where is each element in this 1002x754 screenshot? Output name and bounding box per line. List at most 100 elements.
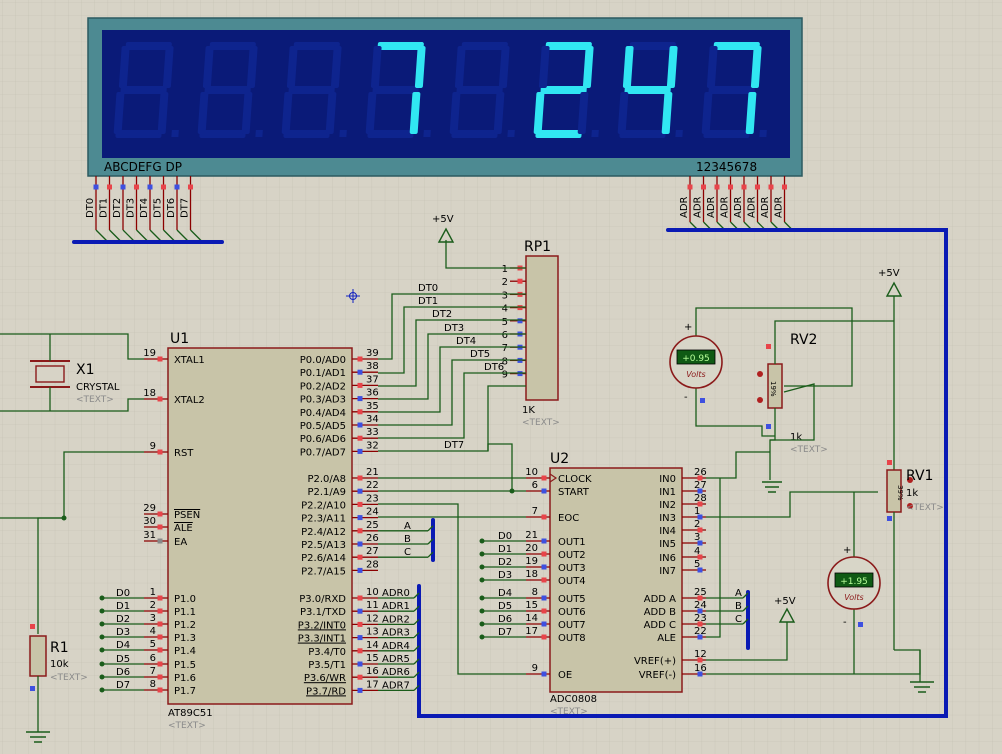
- r1-text: <TEXT>: [50, 673, 88, 683]
- u2-pin-number: 2: [694, 519, 700, 530]
- u1-text: <TEXT>: [168, 721, 206, 731]
- u1-pin-number: 13: [366, 627, 379, 638]
- segment: [617, 92, 629, 134]
- u2-pin-number: 9: [532, 663, 538, 674]
- vm2-plus: +: [843, 545, 851, 556]
- u2-pin-name: ADD A: [644, 594, 676, 605]
- rp1-pin-number: 8: [502, 356, 508, 367]
- net-label: D6: [116, 667, 130, 678]
- net-label: D7: [498, 627, 512, 638]
- net-label: DT7: [444, 440, 464, 451]
- segment: [703, 130, 750, 138]
- net-label: ADR6: [382, 667, 410, 678]
- net-label: C: [404, 547, 411, 558]
- u2-pin-number: 24: [694, 600, 707, 611]
- segment-dp: [675, 130, 683, 137]
- display-digits: [113, 42, 767, 138]
- adc-u2[interactable]: U2 ADC0808 <TEXT> 10CLOCK6START7EOC21OUT…: [479, 451, 921, 717]
- rp1-ref: RP1: [524, 239, 551, 255]
- net-label: ADR7: [382, 680, 410, 691]
- x1-body: [35, 365, 65, 383]
- segment: [202, 46, 214, 88]
- segment: [619, 130, 666, 138]
- rp1-pin-number: 2: [502, 277, 508, 288]
- net-label: D3: [498, 570, 512, 581]
- u2-pin-number: 1: [694, 506, 700, 517]
- u2-body: [549, 467, 683, 693]
- display-digit: [281, 42, 347, 138]
- u1-pin-number: 11: [366, 600, 379, 611]
- segment: [409, 92, 421, 134]
- u2-left-pins: 10CLOCK6START7EOC21OUT1D020OUT2D119OUT3D…: [479, 467, 592, 681]
- vm1-plus: +: [684, 322, 692, 333]
- segment: [118, 46, 130, 88]
- u2-pin-number: 15: [525, 600, 538, 611]
- segment-pin-label: DT1: [99, 198, 110, 218]
- segment: [622, 46, 634, 88]
- u2-pin-number: 16: [694, 663, 707, 674]
- u1-pin-number: 12: [366, 613, 379, 624]
- rv2-value: 1k: [790, 432, 802, 443]
- u1-pin-name: P0.2/AD2: [300, 381, 346, 392]
- rst-wire: [0, 451, 144, 519]
- u1-pin-name: P0.6/AD6: [300, 434, 346, 445]
- analog-input-wires: [706, 451, 878, 518]
- u2-part: ADC0808: [550, 694, 597, 705]
- microcontroller-u1[interactable]: U1 AT89C51 <TEXT> 19XTAL118XTAL29RST29PS…: [0, 331, 434, 731]
- x1-text: <TEXT>: [76, 395, 114, 405]
- net-label: D6: [498, 614, 512, 625]
- u2-pin-number: 22: [694, 626, 707, 637]
- segment: [745, 92, 757, 134]
- vm1-unit: Volts: [686, 370, 705, 379]
- segment: [451, 130, 498, 138]
- segment: [370, 46, 382, 88]
- u2-pin-number: 5: [694, 559, 700, 570]
- u2-supply-label: +5V: [774, 596, 796, 607]
- potentiometer-rv2[interactable]: 19% RV2 1k <TEXT>: [757, 320, 894, 493]
- net-label: D1: [116, 601, 130, 612]
- u1-pin-number: 8: [150, 679, 156, 690]
- u1-pin-number: 34: [366, 414, 379, 425]
- segment-pin-label: DT2: [112, 198, 123, 218]
- u1-pin-name: XTAL1: [174, 355, 205, 366]
- segment-dp: [171, 130, 179, 137]
- u1-pin-number: 22: [366, 480, 379, 491]
- x1-ref: X1: [76, 362, 95, 378]
- segment: [199, 130, 246, 138]
- net-label: D0: [498, 531, 512, 542]
- segment-pin-label: DT5: [153, 198, 164, 218]
- u1-pin-number: 9: [150, 441, 156, 452]
- voltmeter-vm1[interactable]: +0.95 Volts + -: [669, 307, 853, 437]
- voltmeter-vm2[interactable]: +1.95 Volts + -: [827, 492, 881, 674]
- crystal-x1[interactable]: X1 CRYSTAL <TEXT>: [0, 333, 144, 412]
- resistor-r1[interactable]: R1 10k <TEXT>: [0, 451, 144, 743]
- u2-pin-name: OE: [558, 670, 572, 681]
- segment: [365, 92, 377, 134]
- rp1-text: <TEXT>: [522, 418, 560, 428]
- u1-pin-number: 2: [150, 600, 156, 611]
- display-digit: [113, 42, 179, 138]
- u1-pin-number: 18: [143, 388, 156, 399]
- segment-dp: [339, 130, 347, 137]
- digit-pin-label: ADR: [747, 196, 758, 218]
- ground-icon: [762, 481, 782, 493]
- rv1-supply-label: +5V: [878, 268, 900, 279]
- u2-pin-name: OUT1: [558, 537, 586, 548]
- net-label: ADR3: [382, 628, 410, 639]
- u1-pin-name: P2.3/A11: [301, 514, 346, 525]
- segment: [577, 92, 589, 134]
- segment: [204, 86, 251, 94]
- segment: [545, 42, 592, 50]
- u2-pin-name: OUT4: [558, 576, 586, 587]
- u1-pin-name: P1.6: [174, 673, 196, 684]
- segment: [330, 46, 342, 88]
- potentiometer-rv1[interactable]: +5V 39% RV1 1k <TEXT>: [878, 268, 944, 693]
- u2-pin-number: 17: [525, 626, 538, 637]
- segment: [246, 46, 258, 88]
- net-label: ADR4: [382, 641, 410, 652]
- segment: [113, 92, 125, 134]
- u2-pin-number: 4: [694, 546, 700, 557]
- net-label: ADR1: [382, 601, 410, 612]
